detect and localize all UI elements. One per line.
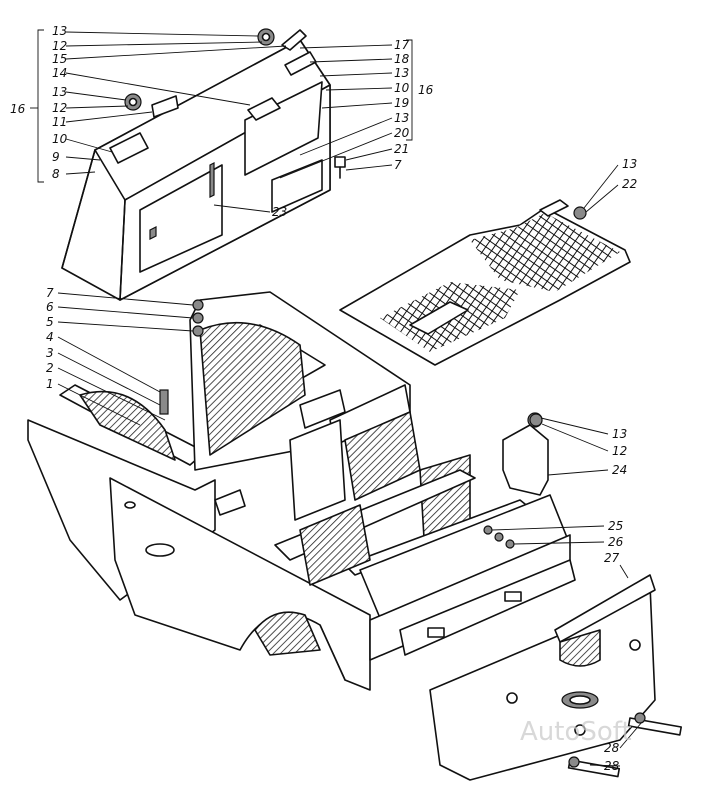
callout-label: 6 [46,300,54,314]
callout-label: 17 [394,38,410,52]
watermark: AutoSoft [520,717,632,747]
callout-label: 24 [612,463,627,477]
floor-mat: 13 22 [339,157,637,366]
callout-label: 20 [394,126,410,140]
callout-label: 19 [394,96,409,110]
callout-label: 13 [394,111,409,125]
callout-label: 13 [622,157,637,171]
callout-label: 15 [52,52,67,66]
main-frame [27,291,576,691]
callout-label: 22 [622,177,637,191]
callout-label: 3 [46,346,54,360]
callout-label: 7 [46,286,54,300]
callout-label: 13 [52,24,67,38]
callout-label: 21 [394,142,409,156]
callout-label: 12 [612,444,627,458]
callout-label: 16 [418,83,434,97]
callout-label: 18 [394,52,410,66]
callout-label: 13 [612,427,627,441]
callout-label: 13 [52,85,67,99]
callout-label: 5 [46,315,54,329]
callout-label: 7 [394,158,402,172]
callout-label: 1 [46,377,54,391]
callout-label: 12 [52,101,67,115]
callout-label: 28 [604,741,620,755]
callouts-top-right: 17 18 13 16 10 19 13 20 21 7 [279,38,434,179]
callouts-top-left: 13 12 15 14 16 13 12 11 10 9 8 [10,24,287,183]
callout-label: 9 [52,150,60,164]
callout-label: 23 [272,205,287,219]
callouts-frame-left: 7 6 5 4 3 2 1 [46,286,194,426]
callout-label: 26 [608,535,624,549]
side-cover: 13 12 24 [502,413,627,496]
callout-label: 4 [46,330,54,344]
ballast-weight: 27 28 28 [429,551,683,781]
callout-label: 12 [52,39,67,53]
callout-label: 14 [52,66,67,80]
callout-label: 27 [604,551,620,565]
cab-housing [61,28,346,301]
callout-label: 11 [52,115,67,129]
callout-label: 10 [52,132,68,146]
callouts-bolts-right: 25 26 [491,519,624,549]
callout-label: 25 [608,519,623,533]
callout-23-group: 23 [213,204,287,219]
callout-label: 2 [46,361,54,375]
callout-label: 16 [10,102,26,116]
callout-label: 8 [52,167,60,181]
callout-label: 10 [394,81,410,95]
callout-label: 13 [394,66,409,80]
